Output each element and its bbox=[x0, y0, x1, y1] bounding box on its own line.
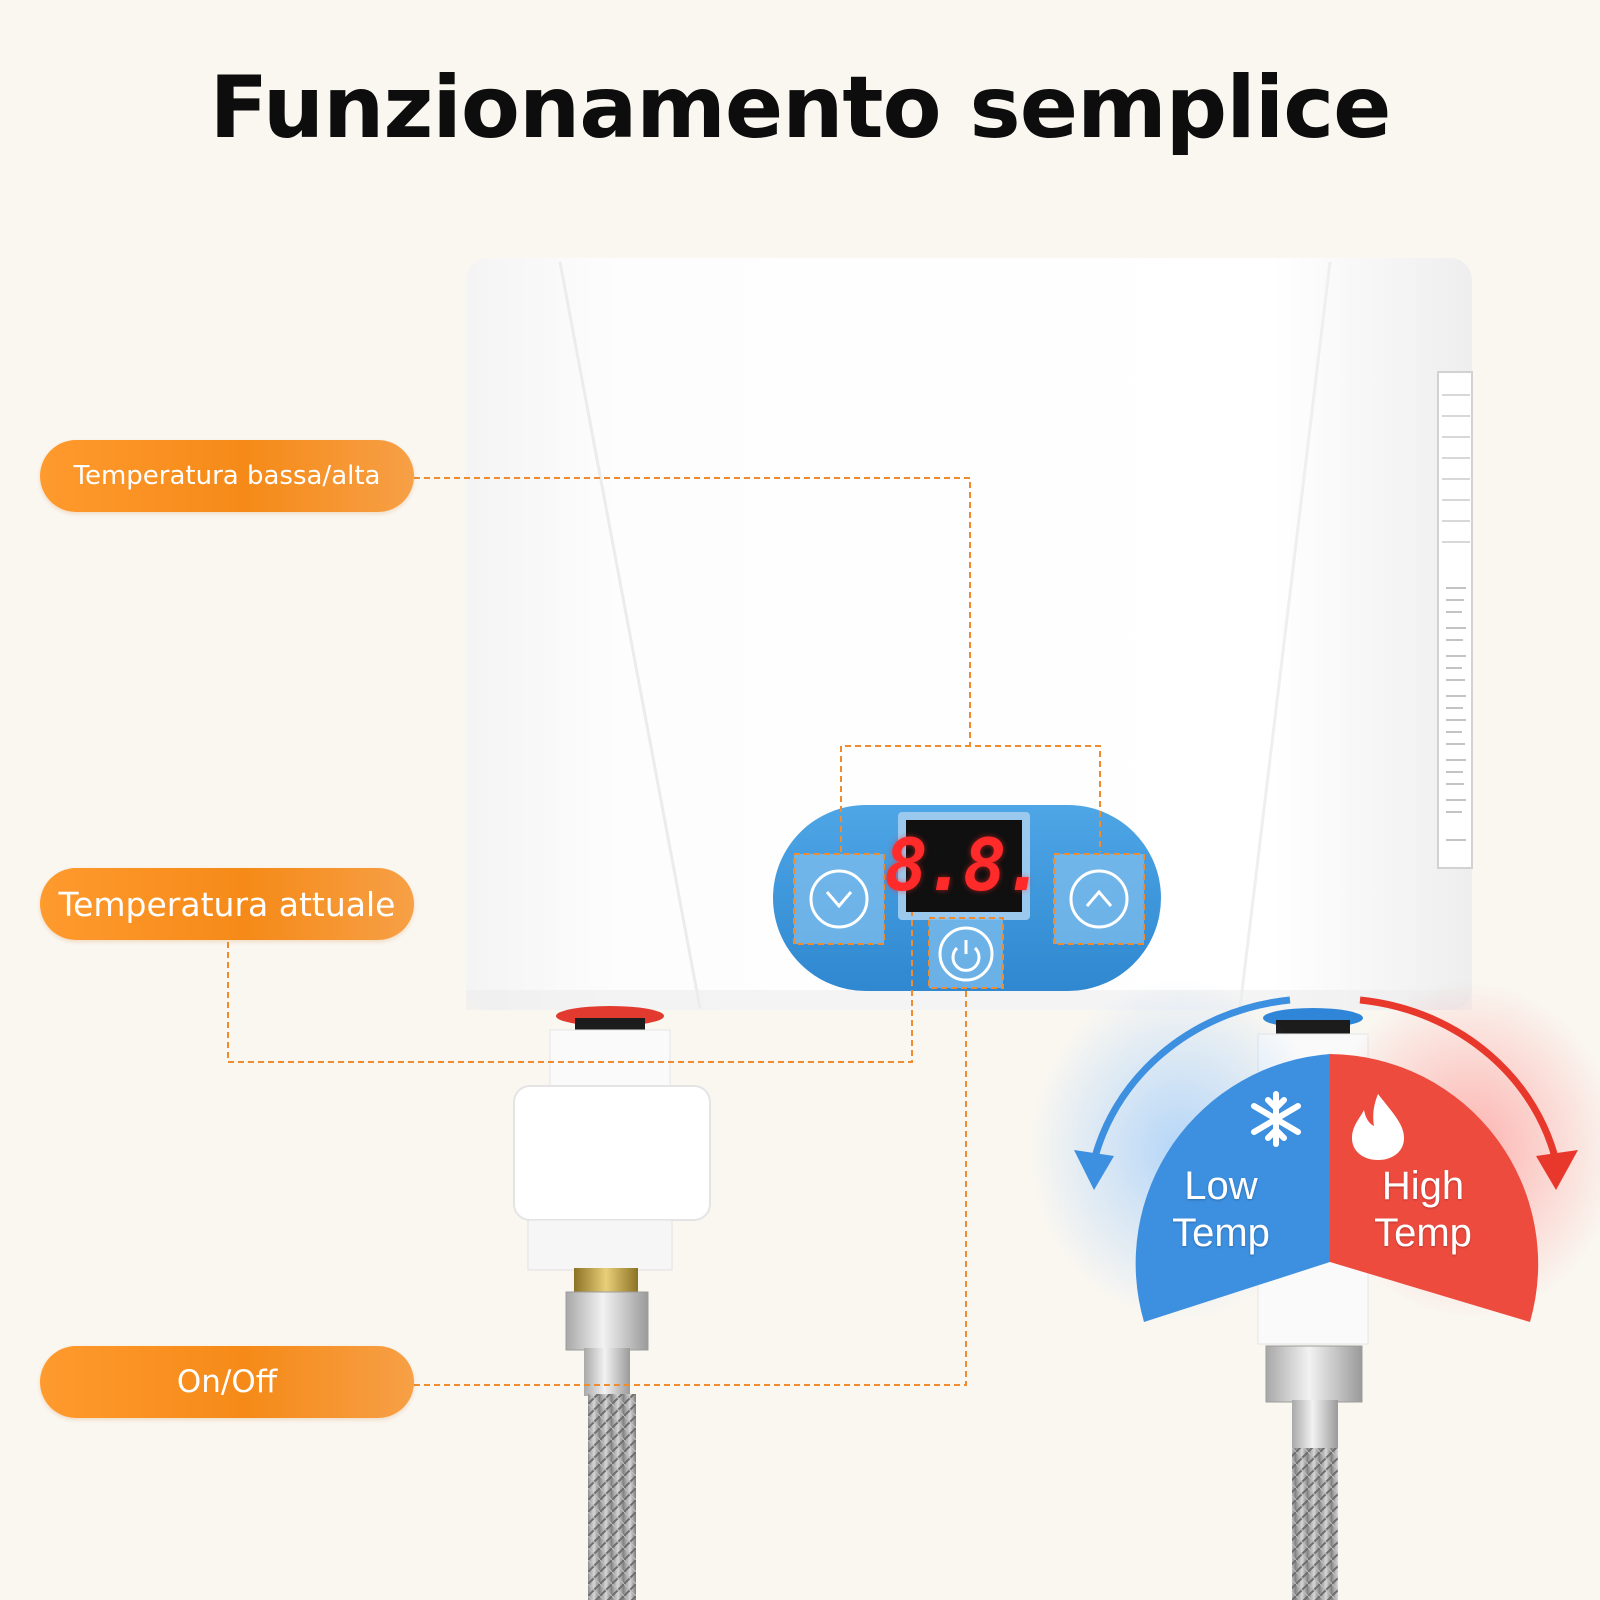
low-temp-line2: Temp bbox=[1172, 1211, 1270, 1255]
connector-on-off bbox=[414, 990, 967, 1386]
snowflake-icon bbox=[1251, 1091, 1301, 1147]
connector-temp-low-high bbox=[414, 477, 971, 746]
temp-up-button[interactable] bbox=[1054, 854, 1144, 944]
connector-current-temp bbox=[227, 912, 913, 1063]
callout-current-temp: Temperatura attuale bbox=[40, 868, 414, 940]
temp-down-button[interactable] bbox=[794, 854, 884, 944]
low-temp-label: Low Temp bbox=[1121, 1163, 1321, 1257]
power-icon bbox=[951, 946, 981, 972]
callout-temp-low-high: Temperatura bassa/alta bbox=[40, 440, 414, 512]
page-title: Funzionamento semplice bbox=[209, 58, 1391, 158]
callout-temp-low-high-label: Temperatura bassa/alta bbox=[73, 461, 381, 491]
chevron-up-icon bbox=[1069, 869, 1129, 929]
callout-connectors bbox=[227, 477, 1101, 1386]
high-temp-label: High Temp bbox=[1323, 1163, 1523, 1257]
power-icon-ring bbox=[938, 926, 994, 982]
chevron-down-icon bbox=[809, 869, 869, 929]
high-temp-line1: High bbox=[1381, 1164, 1465, 1208]
low-temp-line1: Low bbox=[1184, 1164, 1258, 1208]
callout-on-off: On/Off bbox=[40, 1346, 414, 1418]
callout-current-temp-label: Temperatura attuale bbox=[58, 884, 396, 924]
callout-on-off-label: On/Off bbox=[176, 1364, 278, 1400]
power-button[interactable] bbox=[929, 918, 1003, 988]
button-highlight-frames bbox=[793, 853, 1145, 989]
flame-icon bbox=[1352, 1094, 1404, 1160]
temperature-display: 8.8. bbox=[884, 823, 1045, 907]
connector-bracket bbox=[840, 745, 1101, 852]
spec-label bbox=[1437, 371, 1473, 869]
hot-inlet-fitting bbox=[513, 1006, 711, 1600]
high-temp-line2: Temp bbox=[1374, 1211, 1472, 1255]
heat-direction-arrow bbox=[1359, 996, 1562, 1171]
cool-direction-arrow bbox=[1088, 996, 1291, 1171]
